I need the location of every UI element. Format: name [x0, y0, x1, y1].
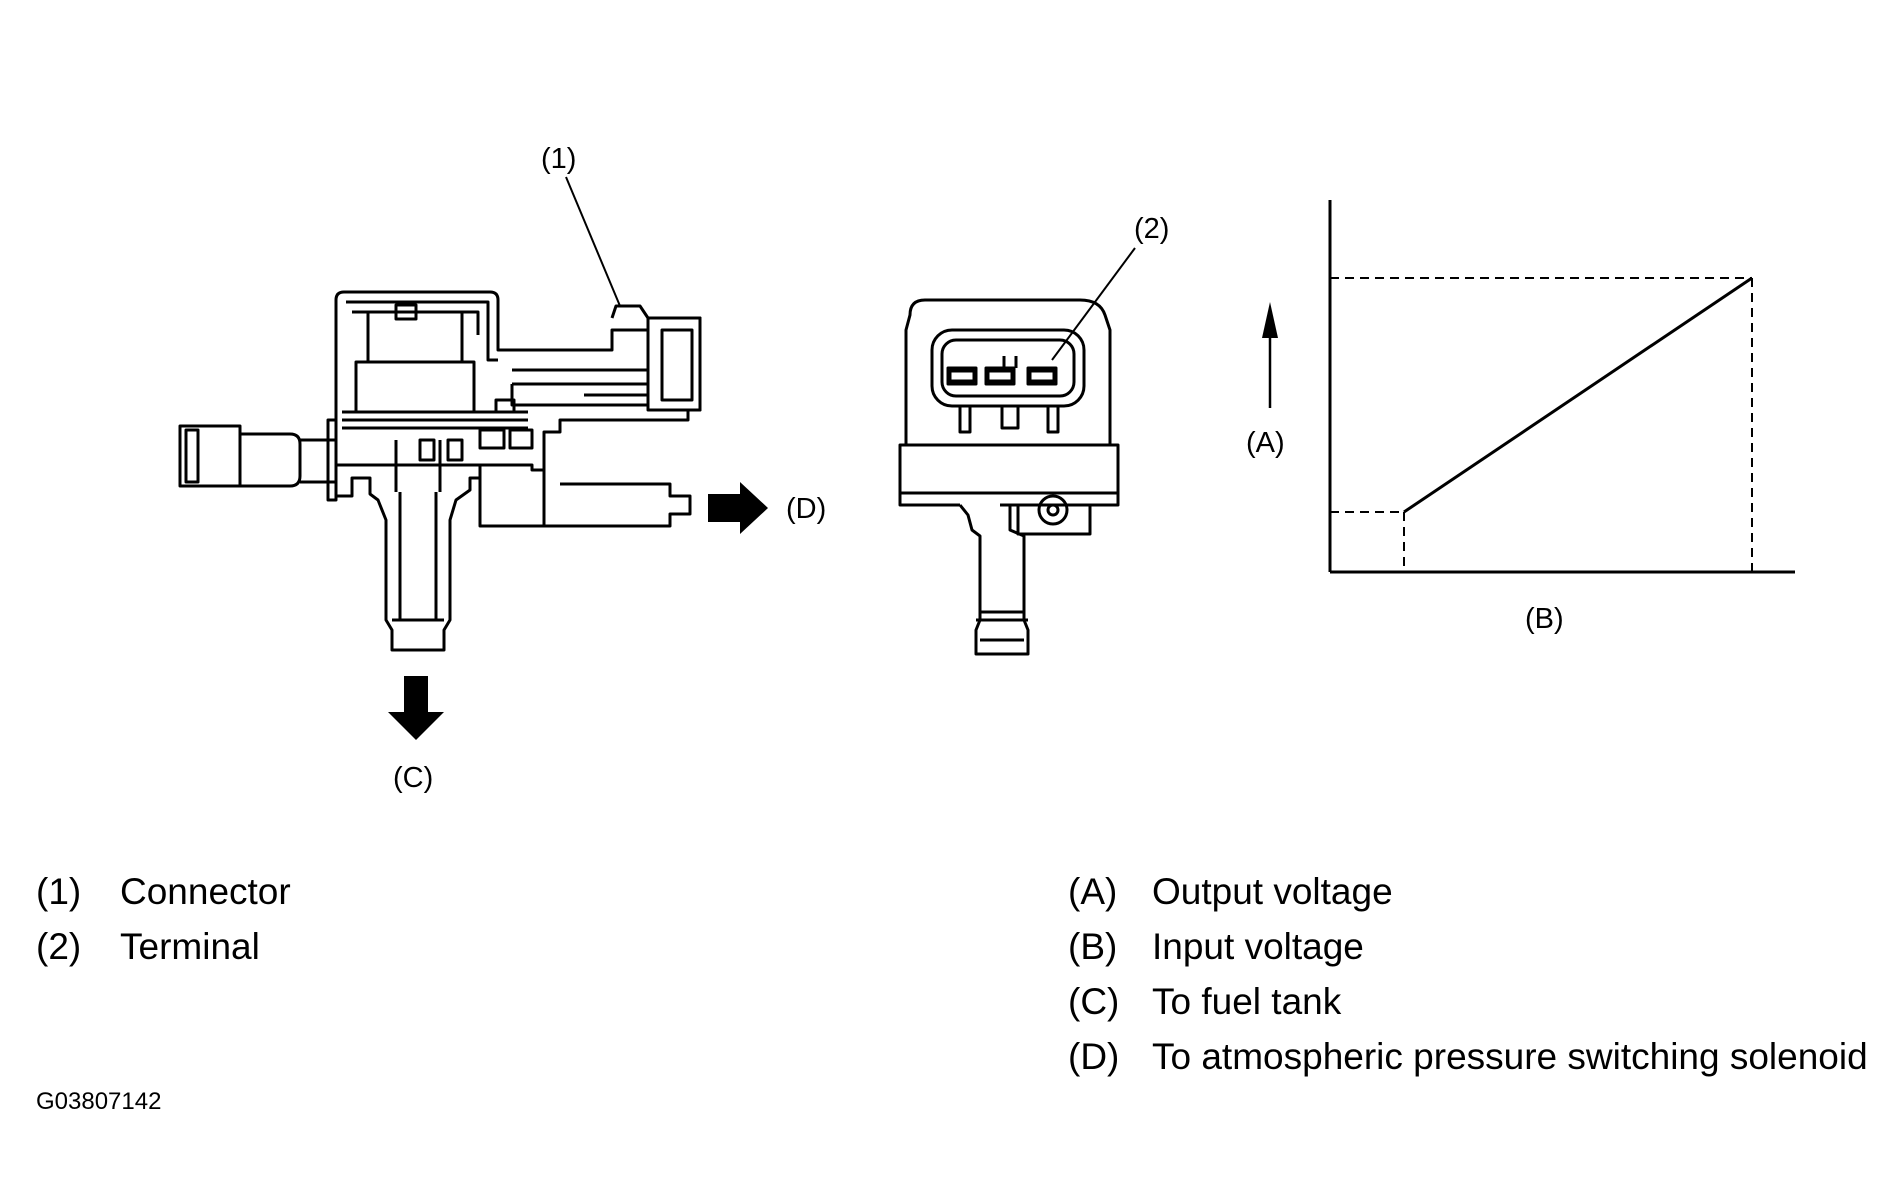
legend-text: Connector — [120, 871, 291, 912]
legend-item: (2) Terminal — [36, 919, 291, 974]
legend-item: (D) To atmospheric pressure switching so… — [1068, 1029, 1868, 1084]
callout-output-voltage-label: (A) — [1246, 427, 1285, 459]
legend-key: (B) — [1068, 926, 1118, 967]
callout-input-voltage-label: (B) — [1525, 603, 1564, 635]
legend-item: (C) To fuel tank — [1068, 974, 1868, 1029]
legend-right: (A) Output voltage (B) Input voltage (C)… — [1068, 864, 1868, 1084]
graph-characteristic-line — [1403, 276, 1753, 514]
legend-key: (D) — [1068, 1036, 1120, 1077]
connector-leader-line — [565, 176, 621, 307]
legend-key: (A) — [1068, 871, 1118, 912]
legend-key: (1) — [36, 871, 82, 912]
callout-terminal-label: (2) — [1134, 213, 1169, 245]
graph-reference-lines — [1330, 277, 1753, 572]
sensor-side-view — [178, 290, 702, 652]
voltage-graph — [1262, 200, 1795, 574]
legend-left: (1) Connector (2) Terminal — [36, 864, 291, 974]
legend-text: To fuel tank — [1152, 981, 1342, 1022]
sensor-front-view — [898, 298, 1120, 656]
legend-text: To atmospheric pressure switching soleno… — [1152, 1036, 1868, 1077]
legend-item: (B) Input voltage — [1068, 919, 1868, 974]
legend-item: (A) Output voltage — [1068, 864, 1868, 919]
legend-key: (2) — [36, 926, 82, 967]
callout-to-fuel-tank-label: (C) — [393, 762, 433, 794]
arrow-to-solenoid-icon — [708, 482, 768, 534]
legend-text: Output voltage — [1152, 871, 1393, 912]
callout-to-solenoid-label: (D) — [786, 493, 826, 525]
arrow-to-fuel-tank-icon — [388, 676, 444, 740]
arrow-up-icon — [1262, 302, 1278, 408]
legend-key: (C) — [1068, 981, 1120, 1022]
terminal-leader-line — [1051, 247, 1136, 361]
legend-item: (1) Connector — [36, 864, 291, 919]
legend-text: Input voltage — [1152, 926, 1364, 967]
callout-connector-label: (1) — [541, 143, 576, 175]
figure-id: G03807142 — [36, 1088, 162, 1115]
legend-text: Terminal — [120, 926, 260, 967]
